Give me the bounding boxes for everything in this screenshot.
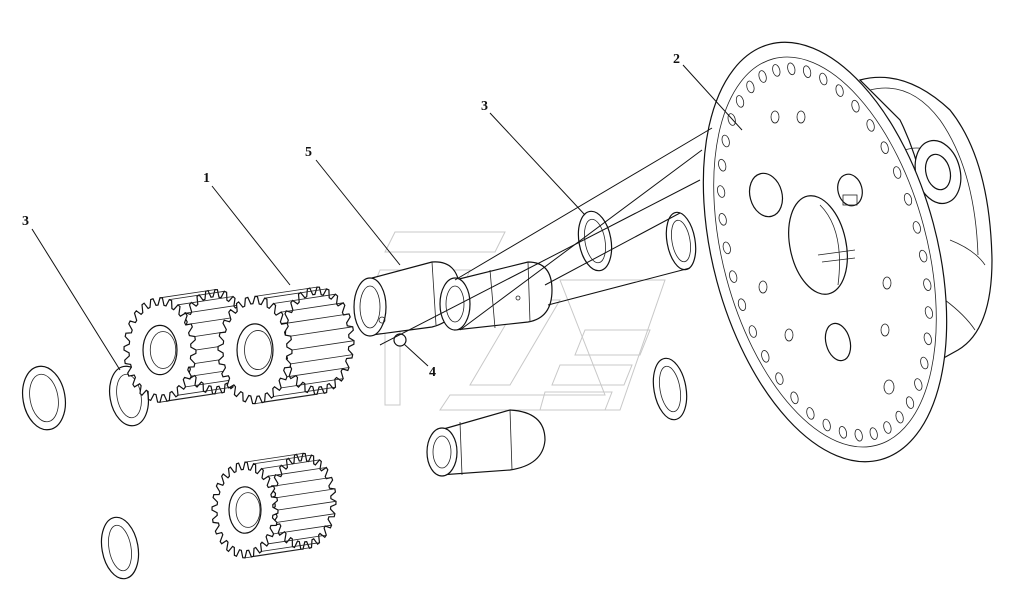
- bolt-hole: [772, 64, 781, 77]
- bolt-hole: [924, 306, 934, 319]
- assembly-guide-lines: [379, 127, 713, 346]
- bolt-hole: [923, 332, 932, 346]
- callout-washer-right: 3: [481, 99, 488, 114]
- bolt-hole: [914, 378, 923, 391]
- bolt-hole: [819, 72, 828, 86]
- bolt-hole: [790, 391, 799, 405]
- bolt-hole: [787, 62, 796, 76]
- bolt-hole: [866, 119, 875, 132]
- bolt-hole: [758, 70, 767, 83]
- bolt-hole: [727, 113, 736, 126]
- bolt-hole: [721, 134, 730, 148]
- bolt-hole: [775, 372, 784, 385]
- pin: [426, 409, 546, 477]
- washers: [21, 210, 697, 580]
- bolt-hole: [735, 95, 745, 108]
- pin: [353, 261, 461, 337]
- callout-ball: 4: [429, 365, 436, 380]
- washer: [577, 210, 613, 272]
- callout-washer-left: 3: [22, 214, 29, 229]
- planet-pins: [353, 261, 553, 477]
- bolt-hole: [880, 141, 889, 154]
- spur-gear: [217, 286, 355, 405]
- planet-gears: [123, 286, 355, 559]
- locking-ball: [393, 333, 407, 347]
- bolt-hole: [912, 221, 921, 234]
- bolt-hole: [716, 185, 726, 198]
- washer: [21, 365, 67, 431]
- bolt-hole: [746, 80, 755, 94]
- bolt-hole: [838, 426, 848, 439]
- face-holes: [758, 110, 895, 395]
- callouts: 1 2 3 3 4 5: [22, 52, 743, 380]
- bolt-hole: [761, 350, 770, 363]
- callout-gear: 1: [203, 171, 210, 186]
- bolt-hole: [737, 298, 747, 311]
- spur-gear: [211, 452, 337, 559]
- bolt-hole: [883, 421, 892, 434]
- bolt-hole: [835, 84, 844, 97]
- callout-carrier: 2: [673, 52, 680, 67]
- callout-pin: 5: [305, 145, 312, 160]
- bolt-hole: [920, 356, 929, 370]
- bolt-hole: [748, 325, 757, 338]
- bolt-hole: [729, 270, 738, 283]
- bolt-hole: [718, 158, 727, 172]
- bolt-hole: [822, 418, 831, 432]
- washer: [652, 357, 688, 421]
- washer: [665, 211, 697, 271]
- washer: [100, 516, 140, 580]
- bolt-hole: [854, 428, 863, 442]
- perimeter-bolt-holes: [716, 62, 934, 442]
- bolt-hole: [718, 213, 727, 226]
- pin: [439, 261, 553, 331]
- planet-carrier: [702, 41, 993, 463]
- bolt-hole: [905, 396, 915, 409]
- bolt-hole: [903, 193, 913, 206]
- bolt-hole: [851, 99, 860, 113]
- bolt-hole: [722, 241, 731, 255]
- bolt-hole: [923, 278, 932, 291]
- bolt-hole: [802, 65, 812, 78]
- bolt-hole: [893, 166, 902, 179]
- bolt-hole: [919, 249, 928, 263]
- bolt-hole: [895, 410, 904, 424]
- bolt-hole: [869, 427, 878, 440]
- bolt-hole: [806, 407, 815, 420]
